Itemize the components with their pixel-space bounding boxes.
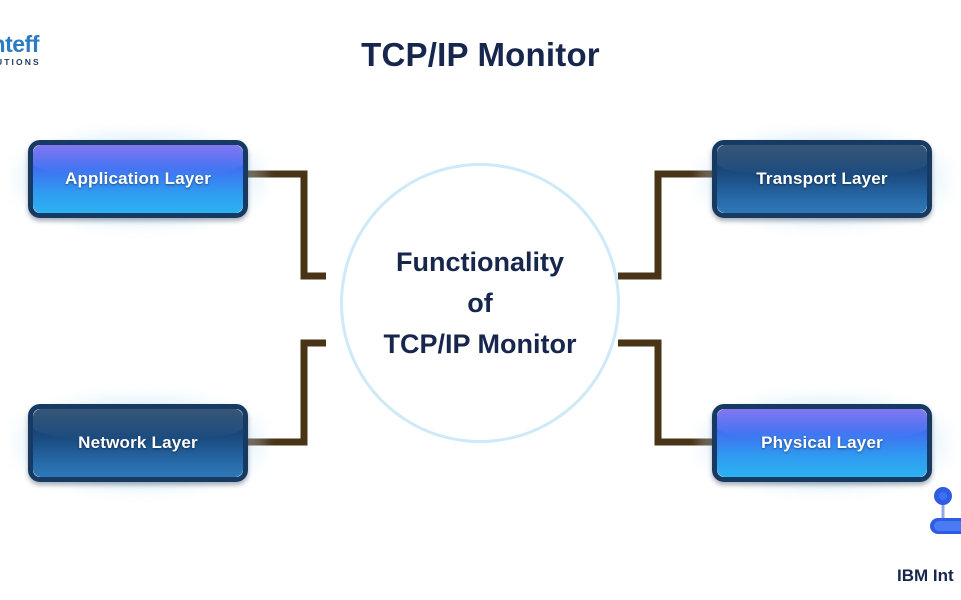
monteff-logo: onteff OLUTIONS bbox=[0, 32, 88, 76]
box-transport-face bbox=[717, 145, 927, 213]
ibm-integration-label: IBM Int bbox=[897, 566, 954, 585]
connector-application-to-center bbox=[246, 168, 326, 283]
functionality-circle: Functionality of TCP/IP Monitor bbox=[343, 166, 617, 440]
box-transport-bevel bbox=[712, 140, 932, 218]
box-network-bevel bbox=[28, 404, 248, 482]
logo-wordmark: onteff bbox=[0, 31, 39, 57]
box-network-label: Network Layer bbox=[78, 433, 198, 452]
box-application-face bbox=[33, 145, 243, 213]
box-application-bevel bbox=[28, 140, 248, 218]
box-physical-label: Physical Layer bbox=[761, 433, 883, 452]
box-application-label: Application Layer bbox=[64, 169, 212, 188]
box-transport-label: Transport Layer bbox=[756, 169, 888, 188]
box-physical-bevel bbox=[712, 404, 932, 482]
box-network-layer[interactable]: Network Layer bbox=[28, 404, 248, 482]
logo-tagline: OLUTIONS bbox=[0, 57, 41, 67]
box-physical-layer[interactable]: Physical Layer bbox=[712, 404, 932, 482]
box-network-face bbox=[33, 409, 243, 477]
box-physical-face bbox=[717, 409, 927, 477]
connector-network-to-center bbox=[246, 337, 326, 449]
connector-physical-to-center bbox=[618, 337, 716, 449]
ibm-integration-badge bbox=[928, 487, 961, 543]
pin-node-icon bbox=[930, 487, 961, 534]
box-transport-layer[interactable]: Transport Layer bbox=[712, 140, 932, 218]
connector-transport-to-center bbox=[618, 168, 716, 283]
box-application-layer[interactable]: Application Layer bbox=[28, 140, 248, 218]
page-title: TCP/IP Monitor bbox=[361, 36, 600, 73]
functionality-circle-label: Functionality of TCP/IP Monitor bbox=[383, 246, 577, 359]
